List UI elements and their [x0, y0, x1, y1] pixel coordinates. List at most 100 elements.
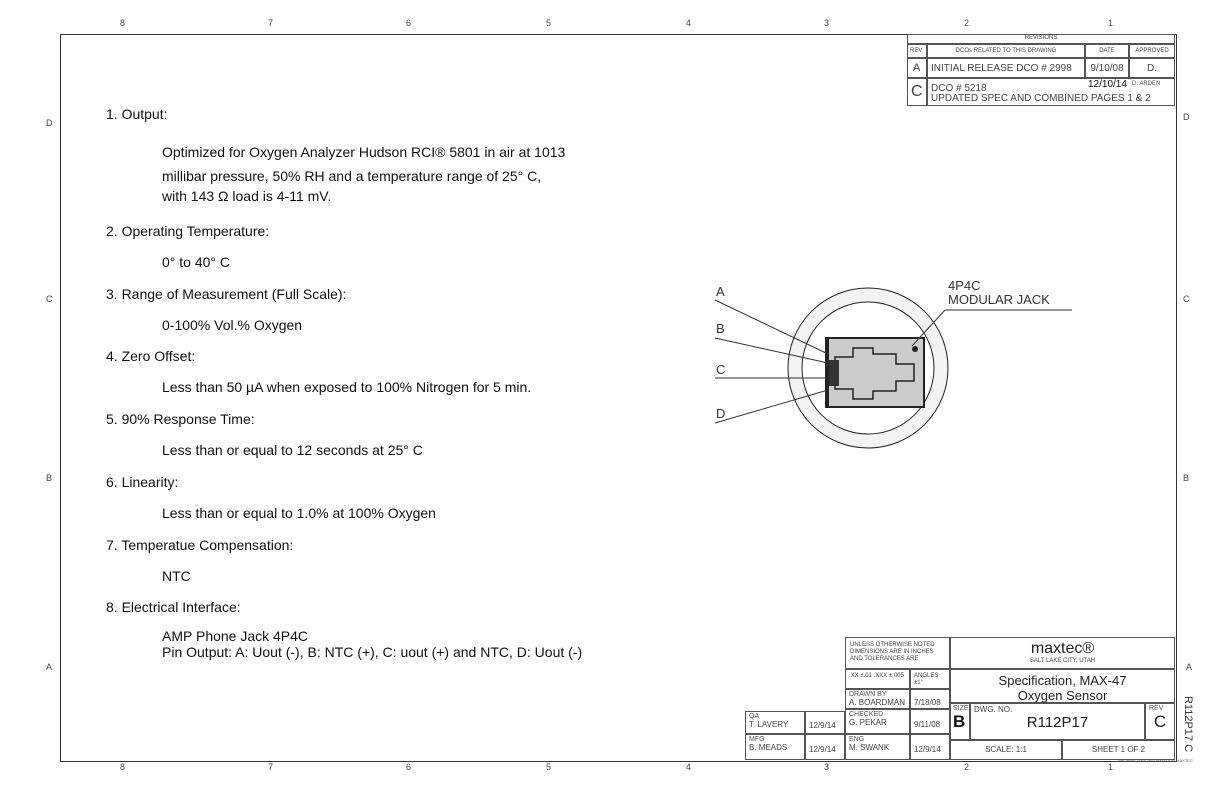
- rev-date: 9/10/08: [1085, 58, 1129, 78]
- rev-description: INITIAL RELEASE DCO # 2998: [927, 58, 1085, 78]
- dwg-cell: DWG. NO. R112P17: [970, 703, 1145, 740]
- zone-number: 4: [686, 762, 692, 772]
- company-cell: maxtec® SALT LAKE CITY, UTAH: [950, 637, 1175, 669]
- sheet-number: SHEET 1 OF 2: [1062, 740, 1175, 760]
- checked-label: CHECKED: [849, 711, 884, 718]
- zone-letter: C: [1183, 294, 1190, 304]
- rev-date: 12/10/14: [1088, 79, 1127, 90]
- zone-letter: B: [46, 473, 53, 483]
- drawn-date: 7/18/08: [910, 689, 950, 709]
- modular-jack-diagram: A B C D 4P4C MODULAR JACK: [714, 278, 1072, 449]
- body-line: with 143 Ω load is 4-11 mV.: [162, 188, 332, 204]
- zone-number: 8: [120, 18, 126, 28]
- zone-letter: B: [1183, 473, 1190, 483]
- rev-description: DCO # 5218 UPDATED SPEC AND COMBINED PAG…: [927, 78, 1175, 106]
- eng-by: M. SWANK: [849, 743, 890, 752]
- dwg-number: R112P17: [1026, 714, 1089, 731]
- zone-number: 1: [1108, 18, 1114, 28]
- zone-number: 6: [406, 762, 412, 772]
- body-line: Less than 50 µA when exposed to 100% Nit…: [162, 379, 532, 395]
- rev-approved: D. ARDEN: [1132, 81, 1161, 87]
- zone-number: 8: [120, 762, 126, 772]
- body-line: 0° to 40° C: [162, 254, 231, 270]
- rev-value: C: [1153, 712, 1167, 731]
- section-heading: 4. Zero Offset:: [106, 348, 196, 364]
- company-logo: maxtec®: [1030, 640, 1095, 657]
- size-label: SIZE: [953, 705, 969, 712]
- body-line: Pin Output: A: Uout (-), B: NTC (+), C: …: [162, 644, 583, 660]
- checked-by: G. PEKAR: [849, 718, 887, 727]
- zone-letter: D: [46, 118, 53, 128]
- body-line: NTC: [162, 568, 191, 584]
- rev-letter: A: [907, 58, 927, 78]
- section-heading: 3. Range of Measurement (Full Scale):: [106, 286, 347, 302]
- rev-approved: D.: [1129, 58, 1175, 78]
- section-heading: 6. Linearity:: [106, 474, 179, 490]
- rev-header: DATE: [1085, 44, 1129, 58]
- pin-label-c: C: [716, 362, 725, 377]
- zone-letter: A: [46, 662, 53, 672]
- jack-dot: [912, 346, 918, 352]
- pin-label-b: B: [716, 321, 725, 336]
- section-heading: 8. Electrical Interface:: [106, 599, 241, 615]
- revisions-title: REVISIONS: [907, 34, 1175, 44]
- rev-header: APPROVED: [1129, 44, 1175, 58]
- zone-letter: D: [1183, 112, 1190, 122]
- angle-tolerance: ANGLES ±1°: [910, 669, 950, 689]
- tolerance-note: UNLESS OTHERWISE NOTED DIMENSIONS ARE IN…: [845, 637, 950, 669]
- section-body: AMP Phone Jack 4P4C Pin Output: A: Uout …: [162, 628, 582, 660]
- section-heading: 5. 90% Response Time:: [106, 411, 255, 427]
- section-heading: 7. Temperatue Compensation:: [106, 537, 294, 553]
- body-line: 0-100% Vol.% Oxygen: [162, 317, 303, 333]
- zone-number: 7: [268, 18, 274, 28]
- side-drawing-code: R112P17 C: [1182, 695, 1195, 753]
- zone-number: 4: [686, 18, 692, 28]
- scale: SCALE: 1:1: [950, 740, 1062, 760]
- size-value: B: [953, 712, 966, 731]
- qa-by: T. LAVERY: [749, 720, 789, 729]
- zone-number: 6: [406, 18, 412, 28]
- zone-number: 3: [824, 18, 830, 28]
- section-body: Optimized for Oxygen Analyzer Hudson RCI…: [162, 140, 565, 204]
- mfg-label: MFG: [749, 736, 765, 743]
- drawing-frame: [60, 34, 1177, 762]
- mfg-by: B. MEADS: [749, 743, 788, 752]
- rev-label: REV: [1149, 705, 1164, 712]
- rev-header: DCOs RELATED TO THIS DRAWING: [927, 44, 1085, 58]
- drawing-subtitle: Oxygen Sensor: [1017, 688, 1108, 703]
- jack-label: MODULAR JACK: [948, 292, 1050, 307]
- drawn-by: A. BOARDMAN: [849, 698, 906, 707]
- zone-number: 3: [824, 762, 830, 772]
- rev-header: REV: [907, 44, 927, 58]
- zone-letter: C: [46, 294, 53, 304]
- rev-letter: C: [907, 78, 927, 106]
- mfg-date: 12/9/14: [805, 734, 845, 760]
- rev-note: UPDATED SPEC AND COMBINED PAGES 1 & 2: [931, 93, 1151, 104]
- body-line: Less than or equal to 1.0% at 100% Oxyge…: [162, 505, 436, 521]
- dwg-label: DWG. NO.: [974, 705, 1013, 714]
- zone-number: 5: [546, 18, 552, 28]
- body-line: Optimized for Oxygen Analyzer Hudson RCI…: [162, 144, 566, 160]
- eng-date: 12/9/14: [910, 734, 950, 760]
- section-heading: 2. Operating Temperature:: [106, 223, 270, 239]
- pin-label-a: A: [716, 284, 725, 299]
- zone-number: 2: [964, 762, 970, 772]
- zone-letter: A: [1186, 662, 1193, 672]
- qa-date: 12/9/14: [805, 711, 845, 734]
- proprietary-note: PROPRIETARY INFORMATION MAXTEC: [1118, 758, 1193, 763]
- body-line: AMP Phone Jack 4P4C: [162, 628, 309, 644]
- body-line: Less than or equal to 12 seconds at 25° …: [162, 442, 423, 458]
- section-heading: 1. Output:: [106, 106, 168, 122]
- zone-number: 2: [964, 18, 970, 28]
- title-cell: Specification, MAX-47 Oxygen Sensor: [950, 669, 1175, 703]
- jack-socket: [834, 347, 915, 400]
- tolerance-values: .XX ±.01 .XXX ±.005: [845, 669, 910, 689]
- zone-number: 1: [1108, 762, 1114, 772]
